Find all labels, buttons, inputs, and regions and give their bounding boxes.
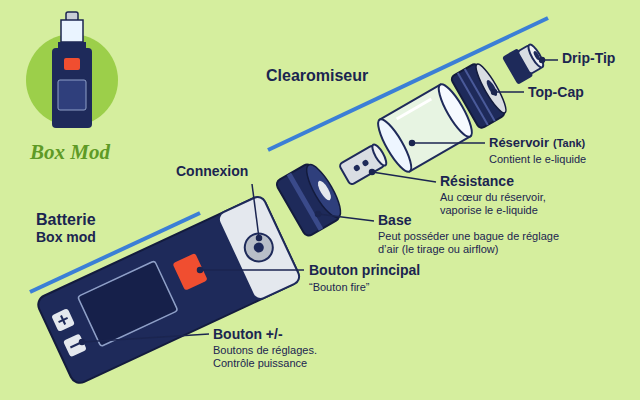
box-mod-icon [64,58,80,70]
box-mod-icon [26,12,118,128]
group-title: Batterie [36,210,96,229]
tank-part [397,99,432,119]
battery-box-mod [70,343,79,347]
leader-lines [257,236,262,241]
battery-box-mod [61,315,65,324]
leader-lines [80,340,85,345]
box-mod-icon [58,42,86,49]
base-part [275,159,348,238]
coil-part [361,159,369,167]
box-mod-icon [52,48,92,128]
part-note: Peut posséder une bague de réglage d’air… [378,230,573,256]
part-name: Drip-Tip [562,50,615,67]
top-cap-part [450,60,511,130]
battery-box-mod [51,308,75,332]
part-note: Au cœur du réservoir, vaporise le e-liqu… [440,191,575,217]
leader-lines [372,172,436,182]
part-name: Bouton principal [309,262,420,279]
battery-box-mod [252,241,265,254]
leader-lines [82,334,209,342]
tank-part [373,116,417,176]
battery-box-mod [172,253,207,291]
leader-lines [540,58,545,63]
leader-lines [200,269,304,271]
part-note: Boutons de réglages. Contrôle puissance [213,344,343,370]
brand-title: Box Mod [15,140,125,165]
part-note: Contient le e-liquide [489,153,586,166]
part-note: “Bouton fire” [309,281,370,294]
battery-box-mod [78,261,178,347]
part-name: Résistance [440,173,514,190]
top-cap-part [472,61,510,115]
base-part [301,161,347,222]
part-name: Réservoir [489,135,549,151]
leader-lines [410,141,415,146]
coil-part [339,143,389,186]
part-name: Bouton +/- [213,326,283,343]
group-title: Clearomiseur [266,66,368,85]
top-cap-part [485,79,499,98]
group-subtitle: Box mod [36,229,96,246]
box-mod-icon [61,20,83,42]
leader-lines [198,268,203,273]
part-subname: (Tank) [553,137,585,150]
part-name: Base [378,212,411,229]
leader-lines [252,184,259,238]
drip-tip-part [526,43,546,70]
leader-lines [316,212,321,217]
box-mod-icon [58,80,86,110]
leader-lines [318,214,374,221]
coil-part [353,164,361,172]
battery-box-mod [216,194,301,301]
battery-box-mod [63,333,87,357]
drip-tip-part [502,40,547,85]
part-name: Top-Cap [528,84,584,101]
base-part [315,179,333,202]
leader-lines [492,90,497,95]
leader-lines [370,170,375,175]
leader-lines [494,91,524,93]
leader-lines [412,142,485,144]
part-name: Connexion [176,163,248,180]
